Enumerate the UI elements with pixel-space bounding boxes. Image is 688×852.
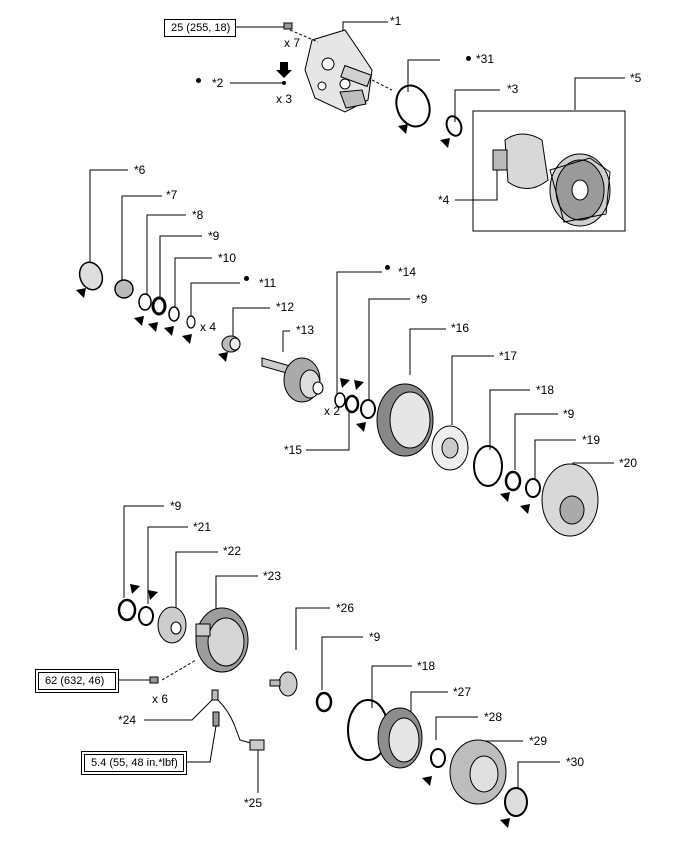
callout-15: *15 (284, 443, 303, 457)
callout-19: *19 (582, 433, 601, 447)
part-28-ring (430, 748, 446, 768)
callout-21: *21 (193, 520, 212, 534)
part-20-drum (541, 463, 599, 537)
new-part-dot (196, 78, 201, 83)
part-9e-ring (315, 691, 333, 713)
part-9d-ring (117, 598, 137, 622)
part-11-ring (186, 315, 196, 329)
part-25-sensor (211, 689, 265, 751)
arrow-icon (276, 62, 292, 78)
part-15-ring (344, 394, 360, 414)
callout-30: *30 (566, 755, 585, 769)
part-12-bushing (221, 335, 241, 353)
callout-25: *25 (244, 796, 263, 810)
part-22-gear (157, 606, 187, 644)
callout-11: *11 (259, 276, 277, 290)
part-4-band (492, 133, 549, 189)
quantity-label: x 3 (276, 92, 293, 106)
torque-spec-bolts-top: 25 (255, 18) (164, 19, 236, 37)
bolt-icon (149, 676, 159, 684)
callout-18b: *18 (417, 659, 436, 673)
install-arrows (74, 124, 530, 830)
callout-7: *7 (166, 188, 178, 202)
part-6-ring (78, 261, 104, 291)
callout-9a: *9 (208, 229, 220, 243)
callout-1: *1 (390, 14, 402, 28)
quantity-label: x 6 (152, 692, 169, 706)
part-19-ring (525, 478, 541, 498)
callout-27: *27 (453, 685, 472, 699)
part-17-plate (431, 425, 469, 471)
part-7-bearing (114, 279, 134, 299)
part-29-carrier (449, 739, 507, 805)
new-part-dot (466, 56, 471, 61)
part-5-box (472, 110, 626, 232)
part-9a-ring (151, 296, 167, 316)
part-18a-snap-ring (473, 445, 503, 487)
quantity-label: x 2 (324, 404, 341, 418)
callout-5: *5 (630, 71, 642, 85)
callout-31: *31 (476, 52, 495, 66)
quantity-label: x 4 (200, 320, 217, 334)
part-10-ring (168, 306, 180, 322)
part-8-washer (138, 293, 152, 311)
part-26-gear (269, 671, 298, 697)
part-9c-ring (504, 470, 522, 492)
callout-13: *13 (296, 323, 315, 337)
new-part-dot (385, 265, 390, 270)
part-23-housing (161, 607, 249, 681)
callout-3: *3 (507, 82, 519, 96)
part-5-drum (549, 153, 611, 227)
callout-10: *10 (218, 251, 237, 265)
callout-26: *26 (336, 601, 355, 615)
part-21-ring (138, 606, 154, 626)
part-13-input-shaft (261, 357, 324, 403)
quantity-label: x 7 (284, 36, 301, 50)
part-16-clutch-drum (376, 383, 434, 457)
part-1-oil-pump (283, 22, 393, 113)
callout-22: *22 (223, 544, 242, 558)
callout-9d: *9 (170, 499, 182, 513)
callout-8: *8 (192, 208, 204, 222)
callout-29: *29 (529, 734, 548, 748)
callout-20: *20 (619, 456, 638, 470)
callout-18a: *18 (536, 383, 555, 397)
callout-14: *14 (398, 265, 417, 279)
torque-spec-sensor-bolt: 5.4 (55, 48 in.*lbf) (84, 754, 184, 772)
callout-17: *17 (499, 349, 518, 363)
callout-24: *24 (118, 713, 137, 727)
part-9b-ring (360, 399, 376, 419)
part-30-bearing (504, 787, 528, 817)
callout-9b: *9 (416, 292, 428, 306)
callout-6: *6 (134, 163, 146, 177)
callout-9e: *9 (369, 630, 381, 644)
leader-lines (89, 21, 625, 793)
callout-23: *23 (263, 569, 282, 583)
callout-9c: *9 (563, 407, 575, 421)
part-14-ring (334, 392, 346, 408)
callout-16: *16 (451, 321, 470, 335)
callout-28: *28 (484, 710, 503, 724)
callout-4: *4 (438, 193, 450, 207)
new-part-dot (244, 276, 249, 281)
part-3-ring (445, 115, 463, 137)
callout-2: *2 (212, 76, 224, 90)
part-27-clutch-hub (377, 707, 423, 769)
part-31-ring (395, 84, 431, 128)
callout-12: *12 (276, 300, 295, 314)
torque-spec-bolts-left: 62 (632, 46) (38, 672, 116, 690)
